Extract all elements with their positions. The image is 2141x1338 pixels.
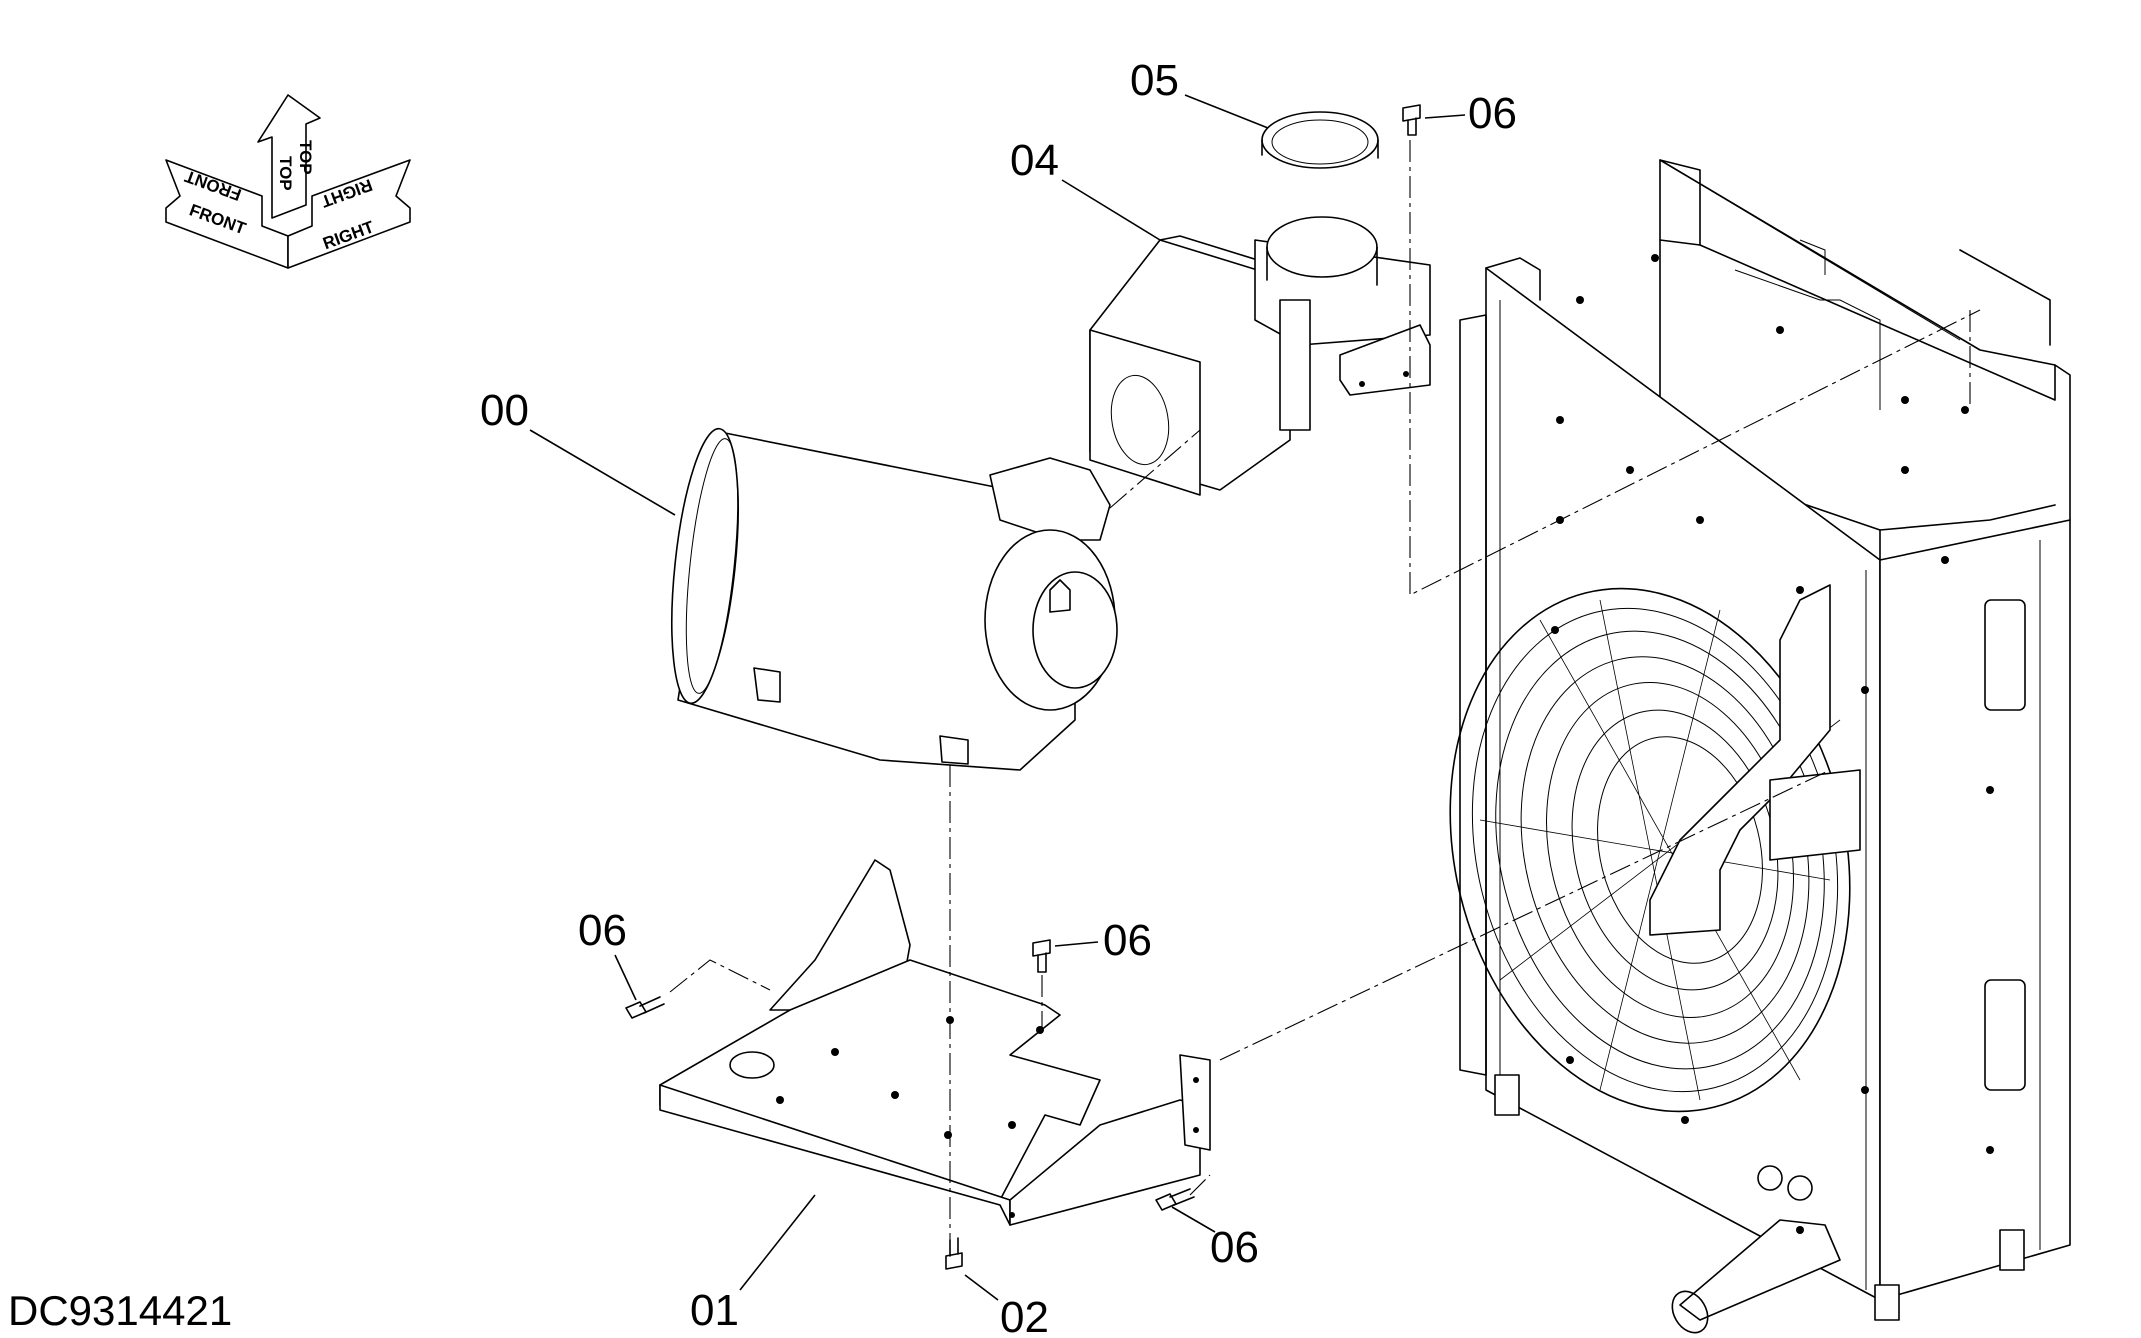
side-handle-lower xyxy=(1984,979,2026,1091)
drain-valve xyxy=(1679,1219,1841,1321)
bolt-02 xyxy=(945,1237,963,1270)
callout-04-leader xyxy=(1061,179,1161,241)
callout-06c-label: 06 xyxy=(1103,916,1152,965)
callout-06d-label: 06 xyxy=(1210,1223,1259,1272)
callout-01-leader xyxy=(739,1194,816,1291)
right-arrow xyxy=(287,159,411,269)
foot-right xyxy=(1999,1229,2025,1271)
callout-06a: 06 xyxy=(1424,89,1517,138)
foot-center xyxy=(1874,1284,1900,1321)
callout-05-leader xyxy=(1184,94,1269,129)
top-label-right: TOP xyxy=(296,140,315,175)
bracket-end-plate xyxy=(1179,1054,1211,1151)
callout-01-label: 01 xyxy=(690,1286,739,1335)
callout-00-leader xyxy=(529,429,676,516)
callout-02-leader xyxy=(964,1274,999,1301)
air-cleaner-end-cap xyxy=(671,427,739,705)
bracket-arm xyxy=(1009,1099,1201,1226)
callout-02: 02 xyxy=(964,1274,1049,1338)
air-cleaner-outlet xyxy=(989,457,1111,541)
radiator-side-panel xyxy=(1879,519,2071,1301)
air-cleaner-foot-right xyxy=(939,735,969,765)
callout-04: 04 xyxy=(1010,136,1161,241)
top-arrow xyxy=(257,94,321,219)
top-label-left: TOP xyxy=(276,156,295,191)
bolt-06-bottom xyxy=(1155,1188,1195,1211)
callout-06d-leader xyxy=(1171,1206,1216,1233)
side-handle-upper xyxy=(1984,599,2026,711)
callout-00-label: 00 xyxy=(480,386,529,435)
callout-05: 05 xyxy=(1130,56,1269,129)
orientation-indicator: FRONT FRONT TOP TOP RIGHT RIGHT xyxy=(165,94,411,269)
callout-06b-leader xyxy=(614,954,637,1001)
callout-06b: 06 xyxy=(578,906,637,1001)
callout-00: 00 xyxy=(480,386,676,516)
elbow-outlet-pipe xyxy=(1266,216,1378,278)
foot-left xyxy=(1494,1074,1520,1116)
radiator-top-shroud xyxy=(1659,159,2071,561)
air-cleaner-foot-left xyxy=(753,667,781,703)
drawing-number: DC9314421 xyxy=(8,1287,232,1334)
callout-06b-label: 06 xyxy=(578,906,627,955)
radiator-assembly xyxy=(1449,159,2071,1334)
callout-06c: 06 xyxy=(1054,916,1152,965)
callout-04-label: 04 xyxy=(1010,136,1059,185)
callout-01: 01 xyxy=(690,1194,816,1335)
frame-holes xyxy=(1551,254,1994,1234)
bracket-front-edge xyxy=(659,1084,1011,1226)
callout-06a-leader xyxy=(1424,114,1466,119)
callout-06c-leader xyxy=(1054,941,1099,947)
hose-bracket xyxy=(1769,769,1861,861)
callout-05-label: 05 xyxy=(1130,56,1179,105)
bolt-06-left xyxy=(625,996,665,1019)
bracket-hole xyxy=(729,1051,775,1079)
intake-elbow xyxy=(1089,216,1431,496)
bolt-06-center xyxy=(1032,939,1051,973)
elbow-mount-tab xyxy=(1339,324,1431,396)
coolant-hose xyxy=(1649,584,1831,936)
dust-valve xyxy=(1049,579,1071,613)
callout-06d: 06 xyxy=(1171,1206,1259,1272)
callout-02-label: 02 xyxy=(1000,1293,1049,1338)
mounting-bracket xyxy=(659,859,1211,1226)
elbow-flange xyxy=(1279,299,1311,431)
air-cleaner-cover-inner xyxy=(1032,571,1118,689)
hose-clamp xyxy=(1261,111,1379,169)
air-cleaner xyxy=(671,427,1118,771)
assembly-lines xyxy=(669,140,1981,1240)
bolt-06-top xyxy=(1402,104,1421,136)
callout-06a-label: 06 xyxy=(1468,89,1517,138)
